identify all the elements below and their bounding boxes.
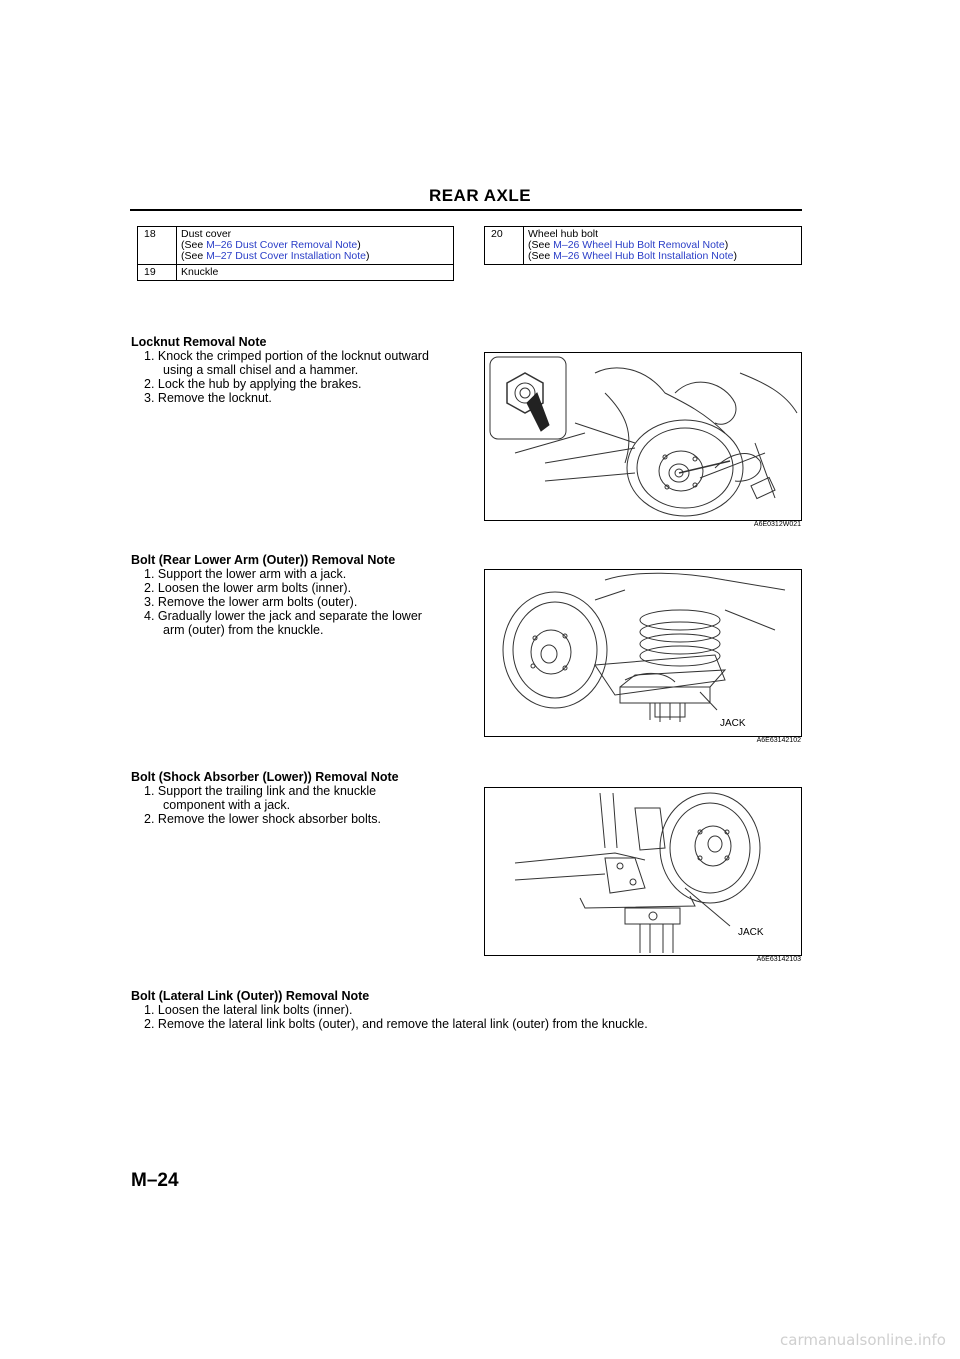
- part-number: 20: [484, 226, 524, 265]
- table-row: 18 Dust cover (See M–26 Dust Cover Remov…: [137, 226, 454, 265]
- step-item: 3. Remove the lower arm bolts (outer).: [144, 595, 358, 609]
- reference-link[interactable]: M–27 Dust Cover Installation Note: [206, 250, 367, 262]
- table-row: 20 Wheel hub bolt (See M–26 Wheel Hub Bo…: [484, 226, 802, 265]
- step-item: 2. Remove the lower shock absorber bolts…: [144, 812, 381, 826]
- step-continuation: using a small chisel and a hammer.: [163, 363, 359, 377]
- page-title: REAR AXLE: [428, 186, 532, 205]
- shock-absorber-bolt-section: Bolt (Shock Absorber (Lower)) Removal No…: [131, 770, 471, 826]
- step-continuation: component with a jack.: [163, 798, 291, 812]
- section-heading: Bolt (Lateral Link (Outer)) Removal Note: [131, 989, 370, 1003]
- part-number: 18: [137, 226, 177, 265]
- figure-code: A6E0312W021: [753, 521, 801, 528]
- figure-code: A6E63142102: [756, 737, 801, 744]
- part-number: 19: [137, 264, 177, 281]
- header-rule: [130, 209, 802, 211]
- reference-link[interactable]: M–26 Wheel Hub Bolt Removal Note: [553, 239, 725, 251]
- lateral-link-bolt-section: Bolt (Lateral Link (Outer)) Removal Note…: [131, 989, 811, 1031]
- jack-label: JACK: [720, 718, 746, 729]
- section-heading: Bolt (Rear Lower Arm (Outer)) Removal No…: [131, 553, 396, 567]
- part-name: Knuckle: [176, 264, 454, 281]
- step-continuation: arm (outer) from the knuckle.: [163, 623, 324, 637]
- figure-code: A6E63142103: [756, 956, 801, 963]
- lower-arm-figure: JACK: [484, 569, 802, 737]
- page-number: M–24: [131, 1170, 179, 1191]
- watermark: carmanualsonline.info: [780, 1331, 946, 1349]
- part-name: Dust cover: [181, 228, 232, 240]
- step-item: 1. Loosen the lateral link bolts (inner)…: [144, 1003, 353, 1017]
- step-item: 1. Knock the crimped portion of the lock…: [144, 349, 429, 363]
- locknut-illustration: [489, 356, 798, 517]
- shock-absorber-illustration: JACK: [514, 792, 764, 953]
- part-ref: (See M–26 Wheel Hub Bolt Installation No…: [528, 250, 737, 262]
- lower-arm-illustration: JACK: [502, 572, 786, 729]
- step-item: 2. Remove the lateral link bolts (outer)…: [144, 1017, 648, 1031]
- parts-table-right: 20 Wheel hub bolt (See M–26 Wheel Hub Bo…: [484, 226, 802, 265]
- part-ref: (See M–26 Wheel Hub Bolt Removal Note): [528, 239, 729, 251]
- table-row: 19 Knuckle: [137, 264, 454, 281]
- section-heading: Locknut Removal Note: [131, 335, 267, 349]
- section-heading: Bolt (Shock Absorber (Lower)) Removal No…: [131, 770, 399, 784]
- step-item: 1. Support the trailing link and the knu…: [144, 784, 377, 798]
- part-name: Wheel hub bolt: [528, 228, 599, 240]
- parts-table-left: 18 Dust cover (See M–26 Dust Cover Remov…: [137, 226, 454, 281]
- locknut-removal-section: Locknut Removal Note 1. Knock the crimpe…: [131, 335, 471, 405]
- part-cell: Wheel hub bolt (See M–26 Wheel Hub Bolt …: [523, 226, 802, 265]
- reference-link[interactable]: M–26 Dust Cover Removal Note: [206, 239, 358, 251]
- part-ref: (See M–27 Dust Cover Installation Note): [181, 250, 370, 262]
- shock-absorber-figure: JACK: [484, 787, 802, 956]
- step-item: 2. Lock the hub by applying the brakes.: [144, 377, 362, 391]
- lower-arm-bolt-section: Bolt (Rear Lower Arm (Outer)) Removal No…: [131, 553, 471, 637]
- step-item: 4. Gradually lower the jack and separate…: [144, 609, 422, 623]
- step-item: 1. Support the lower arm with a jack.: [144, 567, 347, 581]
- locknut-figure: [484, 352, 802, 521]
- jack-label: JACK: [738, 927, 764, 938]
- step-item: 2. Loosen the lower arm bolts (inner).: [144, 581, 352, 595]
- reference-link[interactable]: M–26 Wheel Hub Bolt Installation Note: [553, 250, 734, 262]
- part-ref: (See M–26 Dust Cover Removal Note): [181, 239, 361, 251]
- part-cell: Dust cover (See M–26 Dust Cover Removal …: [176, 226, 454, 265]
- step-item: 3. Remove the locknut.: [144, 391, 272, 405]
